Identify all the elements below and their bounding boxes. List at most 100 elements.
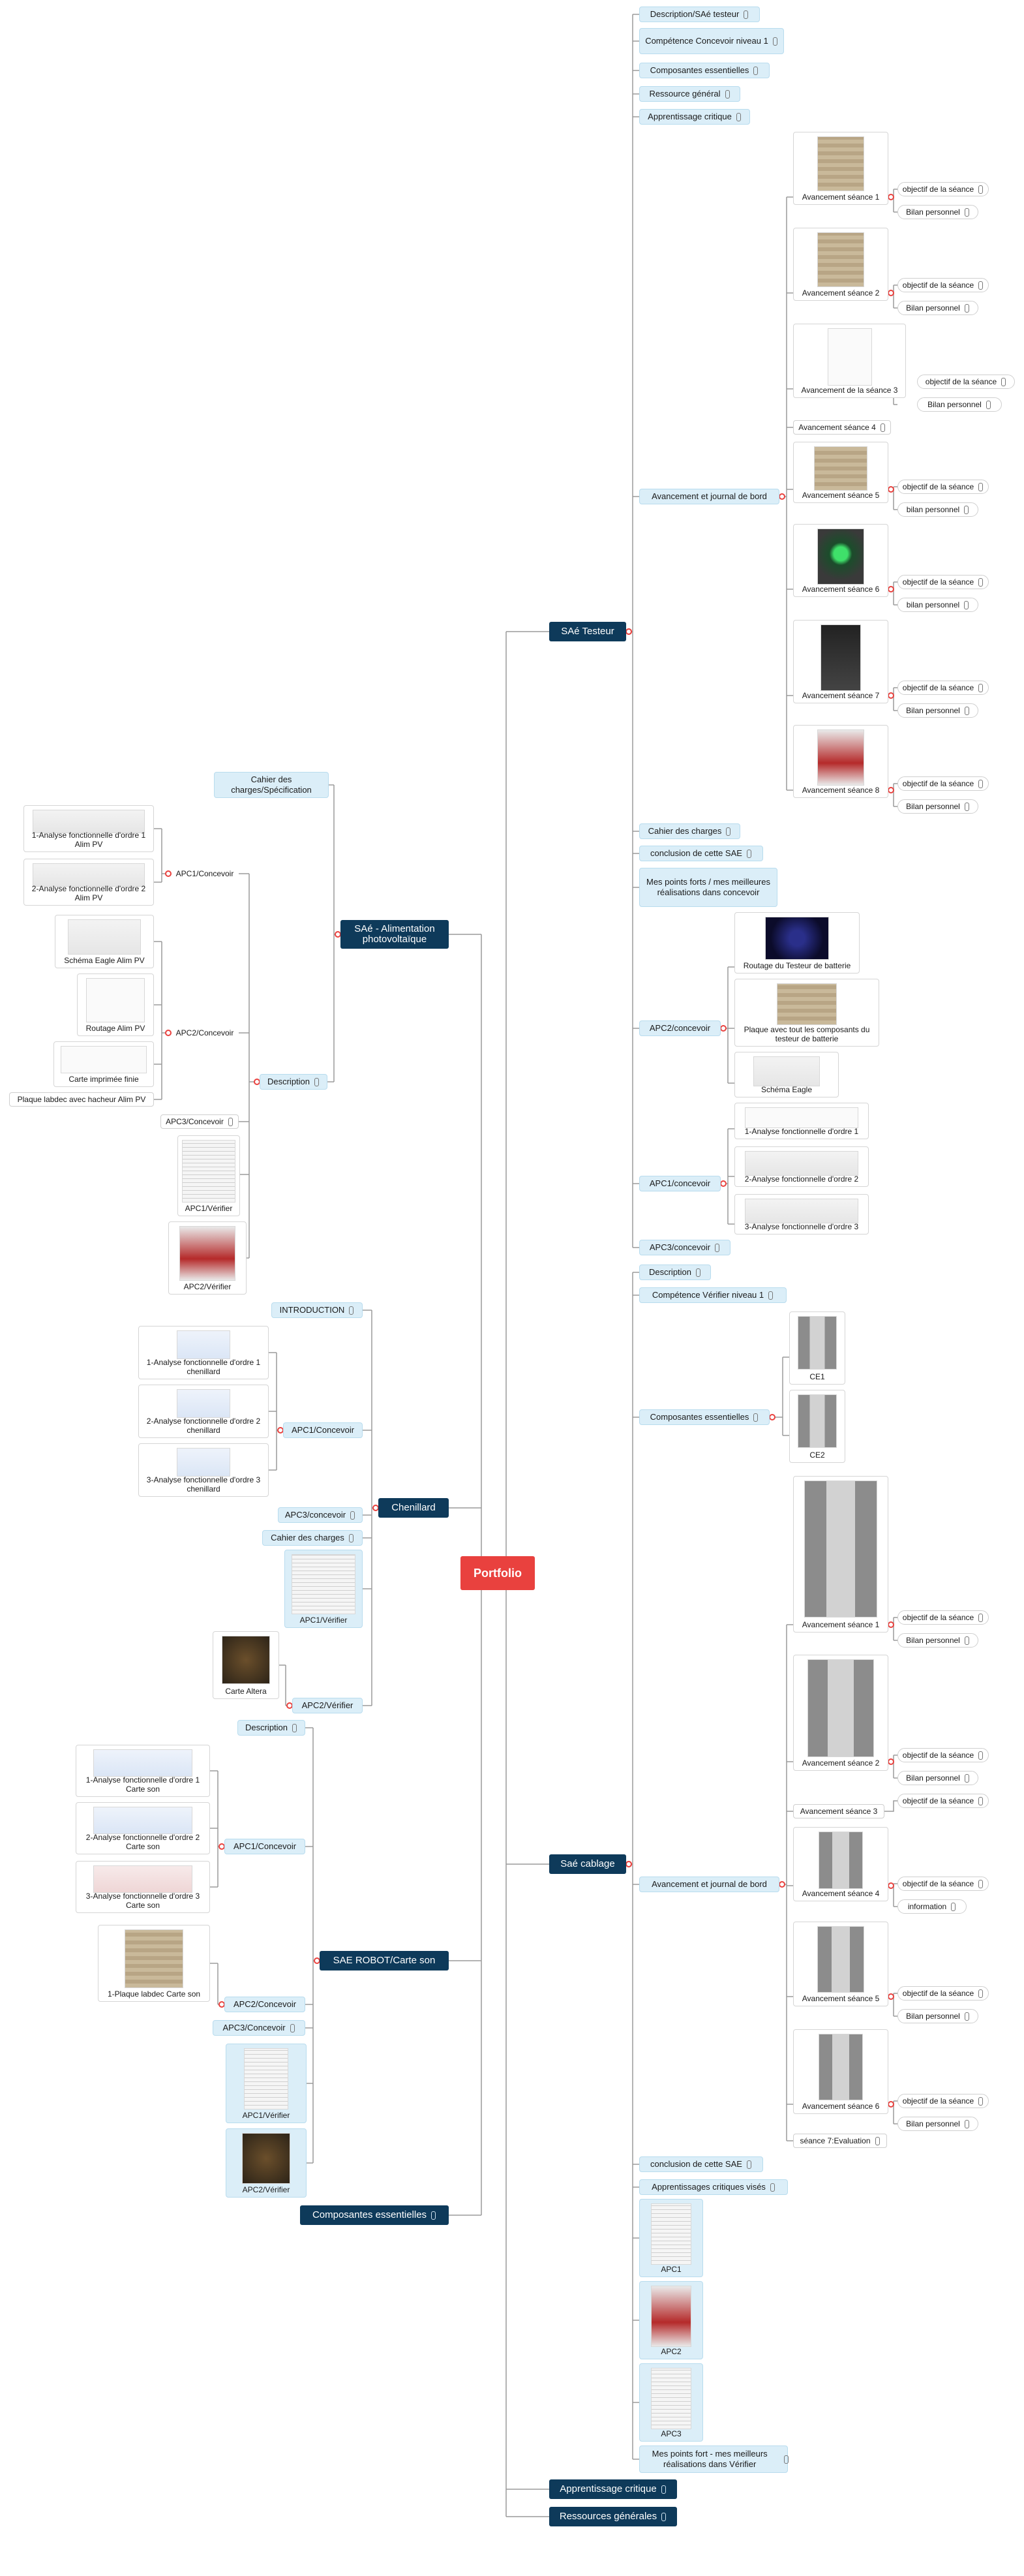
cablage-seance-1[interactable]: Avancement séance 1	[793, 1476, 888, 1633]
collapse-dot-icon[interactable]	[625, 1861, 632, 1867]
testeur-apc2-routage[interactable]: Routage du Testeur de batterie	[734, 912, 860, 974]
cablage-s5-objectif[interactable]: objectif de la séance	[897, 1986, 989, 2001]
collapse-dot-icon[interactable]	[314, 1957, 320, 1964]
cablage-seance-7[interactable]: séance 7:Evaluation	[793, 2134, 887, 2148]
testeur-s3-bilan[interactable]: Bilan personnel	[917, 397, 1002, 412]
alim-apc2v[interactable]: APC2/Vérifier	[168, 1221, 247, 1295]
collapse-dot-icon[interactable]	[720, 1025, 727, 1032]
testeur-s8-bilan[interactable]: Bilan personnel	[897, 799, 978, 814]
cablage-ce2[interactable]: CE2	[789, 1390, 845, 1463]
chen-apc1v[interactable]: APC1/Vérifier	[284, 1550, 363, 1628]
robot-plaque[interactable]: 1-Plaque labdec Carte son	[98, 1925, 210, 2002]
collapse-dot-icon[interactable]	[888, 194, 894, 200]
branch-ressources-generales[interactable]: Ressources générales	[549, 2507, 677, 2526]
testeur-description[interactable]: Description/SAé testeur	[639, 7, 760, 22]
cablage-apc2[interactable]: APC2	[639, 2281, 703, 2359]
testeur-s5-objectif[interactable]: objectif de la séance	[897, 480, 989, 494]
testeur-s7-bilan[interactable]: Bilan personnel	[897, 703, 978, 718]
collapse-dot-icon[interactable]	[888, 787, 894, 793]
testeur-apc3[interactable]: APC3/concevoir	[639, 1240, 730, 1255]
collapse-dot-icon[interactable]	[769, 1414, 776, 1420]
cablage-seance-5[interactable]: Avancement séance 5	[793, 1922, 888, 2006]
cablage-ce1[interactable]: CE1	[789, 1311, 845, 1385]
robot-apc1[interactable]: APC1/Concevoir	[224, 1839, 305, 1854]
robot-apc2v[interactable]: APC2/Vérifier	[226, 2128, 307, 2198]
collapse-dot-icon[interactable]	[779, 1881, 785, 1888]
collapse-dot-icon[interactable]	[625, 628, 632, 635]
collapse-dot-icon[interactable]	[218, 1843, 225, 1850]
chen-intro[interactable]: INTRODUCTION	[271, 1302, 363, 1318]
cablage-points-forts[interactable]: Mes points fort - mes meilleurs réalisat…	[639, 2446, 789, 2473]
testeur-seance-2[interactable]: Avancement séance 2	[793, 228, 888, 301]
alim-apc1-af2[interactable]: 2-Analyse fonctionnelle d'ordre 2 Alim P…	[23, 859, 154, 906]
cablage-seance-3[interactable]: Avancement séance 3	[793, 1804, 884, 1818]
cablage-seance-2[interactable]: Avancement séance 2	[793, 1655, 888, 1771]
branch-sae-cablage[interactable]: Saé cablage	[549, 1854, 626, 1874]
testeur-s8-objectif[interactable]: objectif de la séance	[897, 776, 989, 791]
testeur-apc2[interactable]: APC2/concevoir	[639, 1020, 721, 1036]
cablage-s3-objectif[interactable]: objectif de la séance	[897, 1794, 989, 1808]
cablage-s1-bilan[interactable]: Bilan personnel	[897, 1633, 978, 1648]
robot-apc2[interactable]: APC2/Concevoir	[224, 1997, 305, 2012]
testeur-apprentissage[interactable]: Apprentissage critique	[639, 109, 750, 125]
testeur-seance-4[interactable]: Avancement séance 4	[793, 420, 891, 435]
root-portfolio[interactable]: Portfolio	[460, 1556, 535, 1590]
testeur-competence[interactable]: Compétence Concevoir niveau 1	[639, 28, 784, 54]
alim-apc2-carte[interactable]: Carte imprimée finie	[53, 1041, 154, 1087]
collapse-dot-icon[interactable]	[888, 1621, 894, 1628]
robot-af2[interactable]: 2-Analyse fonctionnelle d'ordre 2 Carte …	[76, 1802, 210, 1854]
testeur-seance-8[interactable]: Avancement séance 8	[793, 725, 888, 798]
alim-apc2-schema[interactable]: Schéma Eagle Alim PV	[55, 915, 154, 968]
testeur-apc1-af1[interactable]: 1-Analyse fonctionnelle d'ordre 1	[734, 1103, 869, 1139]
testeur-seance-7[interactable]: Avancement séance 7	[793, 620, 888, 703]
collapse-dot-icon[interactable]	[720, 1180, 727, 1187]
cablage-s4-objectif[interactable]: objectif de la séance	[897, 1877, 989, 1891]
collapse-dot-icon[interactable]	[888, 1758, 894, 1765]
branch-sae-robot[interactable]: SAE ROBOT/Carte son	[320, 1951, 449, 1970]
cablage-s2-bilan[interactable]: Bilan personnel	[897, 1771, 978, 1785]
collapse-dot-icon[interactable]	[888, 692, 894, 699]
collapse-dot-icon[interactable]	[625, 628, 632, 635]
branch-sae-alim-pv[interactable]: SAé - Alimentation photovoltaïque	[340, 920, 449, 949]
alim-apc1-af1[interactable]: 1-Analyse fonctionnelle d'ordre 1 Alim P…	[23, 805, 154, 852]
cablage-competence[interactable]: Compétence Vérifier niveau 1	[639, 1287, 787, 1303]
testeur-composantes[interactable]: Composantes essentielles	[639, 63, 770, 78]
chen-af3[interactable]: 3-Analyse fonctionnelle d'ordre 3 chenil…	[138, 1443, 269, 1497]
collapse-dot-icon[interactable]	[888, 2101, 894, 2108]
testeur-s5-bilan[interactable]: bilan personnel	[897, 502, 978, 517]
cablage-description[interactable]: Description	[639, 1265, 711, 1280]
cablage-s5-bilan[interactable]: Bilan personnel	[897, 2009, 978, 2023]
cablage-s6-bilan[interactable]: Bilan personnel	[897, 2117, 978, 2131]
chen-af2[interactable]: 2-Analyse fonctionnelle d'ordre 2 chenil…	[138, 1385, 269, 1438]
collapse-dot-icon[interactable]	[888, 1993, 894, 2000]
cablage-seance-4[interactable]: Avancement séance 4	[793, 1827, 888, 1901]
robot-apc1v[interactable]: APC1/Vérifier	[226, 2044, 307, 2123]
robot-apc3[interactable]: APC3/Concevoir	[213, 2020, 305, 2036]
testeur-cahier[interactable]: Cahier des charges	[639, 823, 740, 839]
testeur-seance-5[interactable]: Avancement séance 5	[793, 442, 888, 503]
testeur-seance-1[interactable]: Avancement séance 1	[793, 132, 888, 205]
chen-apc1[interactable]: APC1/Concevoir	[283, 1422, 363, 1438]
testeur-s2-objectif[interactable]: objectif de la séance	[897, 278, 989, 292]
testeur-s7-objectif[interactable]: objectif de la séance	[897, 681, 989, 695]
testeur-apc2-schema[interactable]: Schéma Eagle	[734, 1052, 839, 1097]
robot-af1[interactable]: 1-Analyse fonctionnelle d'ordre 1 Carte …	[76, 1745, 210, 1797]
cablage-composantes[interactable]: Composantes essentielles	[639, 1409, 770, 1425]
testeur-s3-objectif[interactable]: objectif de la séance	[917, 375, 1015, 389]
collapse-dot-icon[interactable]	[779, 493, 785, 500]
alim-apc2-routage[interactable]: Routage Alim PV	[77, 974, 154, 1036]
testeur-s6-bilan[interactable]: bilan personnel	[897, 598, 978, 612]
alim-cahier[interactable]: Cahier des charges/Spécification	[214, 772, 329, 798]
alim-apc1[interactable]: APC1/Concevoir	[175, 869, 234, 878]
cablage-s6-objectif[interactable]: objectif de la séance	[897, 2094, 989, 2108]
testeur-apc1-af3[interactable]: 3-Analyse fonctionnelle d'ordre 3	[734, 1194, 869, 1234]
cablage-s4-information[interactable]: information	[897, 1899, 967, 1914]
cablage-apc1[interactable]: APC1	[639, 2199, 703, 2277]
robot-description[interactable]: Description	[237, 1720, 305, 1736]
testeur-apc1-af2[interactable]: 2-Analyse fonctionnelle d'ordre 2	[734, 1146, 869, 1187]
collapse-dot-icon[interactable]	[625, 1861, 632, 1867]
chen-apc3[interactable]: APC3/concevoir	[278, 1507, 363, 1523]
cablage-seance-6[interactable]: Avancement séance 6	[793, 2029, 888, 2114]
branch-chenillard[interactable]: Chenillard	[378, 1498, 449, 1518]
collapse-dot-icon[interactable]	[165, 1030, 172, 1036]
